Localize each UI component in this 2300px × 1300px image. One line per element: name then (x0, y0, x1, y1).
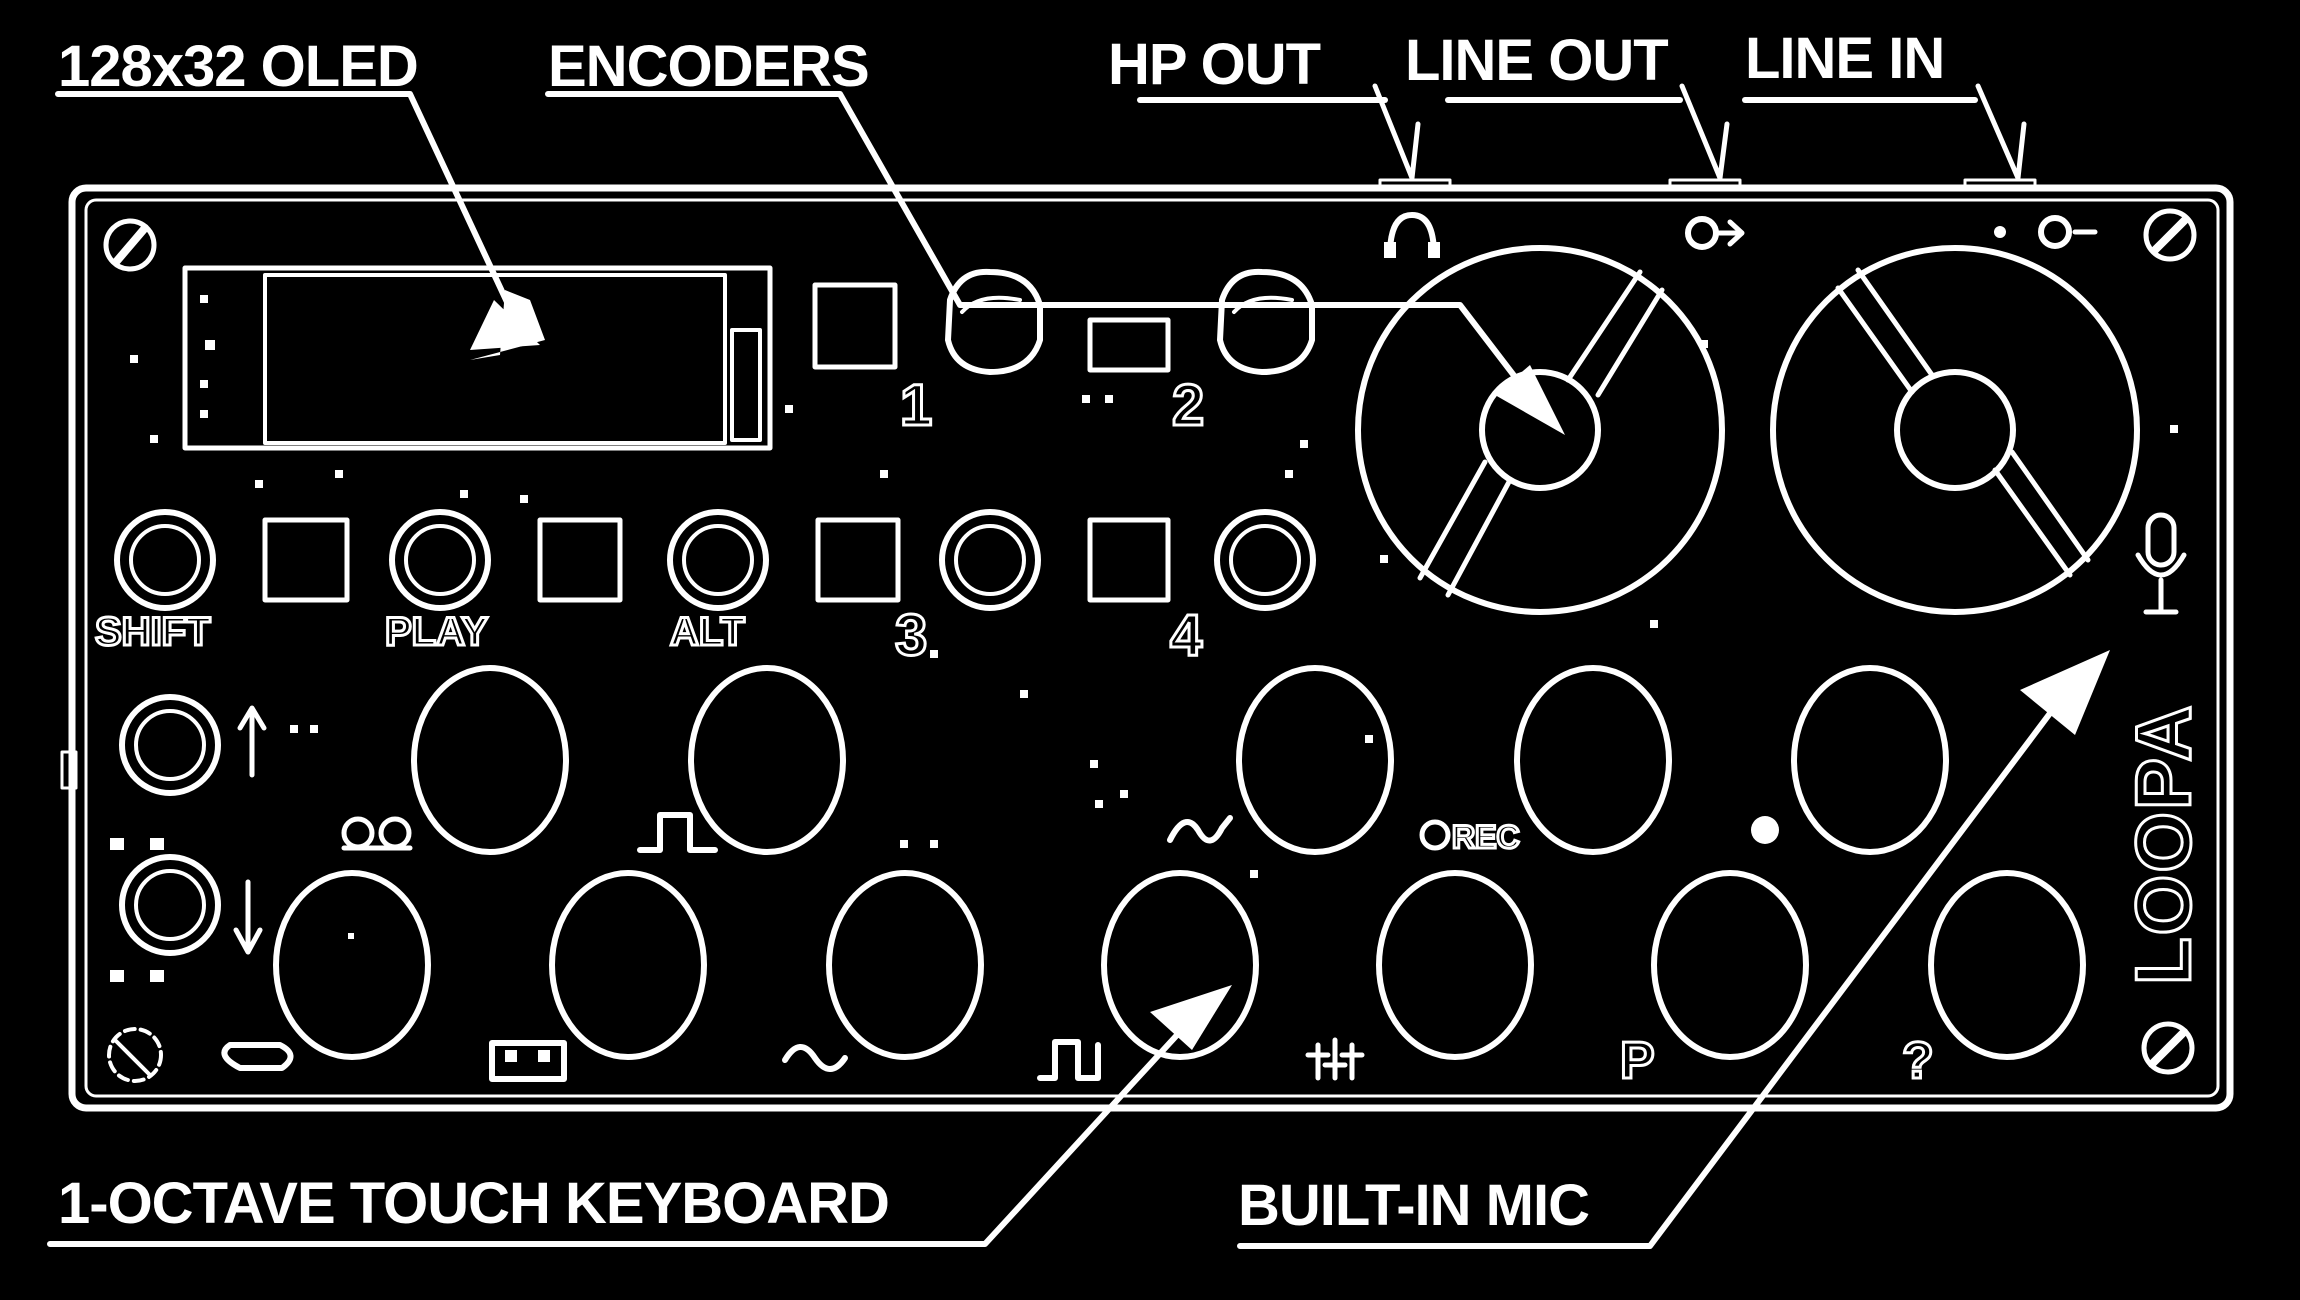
encoder-2[interactable] (1217, 268, 1315, 375)
label-alt: ALT (670, 610, 745, 654)
screw-bottom-right-icon (2141, 1021, 2195, 1075)
callout-hp-out-label: HP OUT (1108, 32, 1321, 97)
pad-number-2: 2 (1172, 373, 1204, 438)
pattern-icon (489, 1040, 567, 1082)
encoder-3[interactable] (939, 509, 1041, 611)
loop-arrow-icon (221, 1042, 294, 1071)
middle-button-a[interactable] (262, 517, 350, 603)
mixer-icon (1305, 1037, 1365, 1081)
button-play[interactable] (389, 509, 491, 611)
touch-key-white-7[interactable] (1928, 870, 2086, 1060)
screw-top-left-icon (103, 218, 157, 272)
headphone-icon (1384, 212, 1440, 258)
touch-key-white-4[interactable] (1101, 870, 1259, 1060)
callout-line-out-label: LINE OUT (1405, 28, 1668, 93)
touch-key-white-5[interactable] (1376, 870, 1534, 1060)
pcb-outline (60, 178, 2234, 1112)
rec-indicator: REC (1419, 818, 1521, 857)
touch-key-white-2[interactable] (549, 870, 707, 1060)
rec-label: REC (1452, 819, 1520, 855)
loopa-logo: LOOPA (2119, 703, 2207, 985)
middle-button-b[interactable] (537, 517, 623, 603)
pad-number-3: 3 (895, 603, 927, 668)
oled-arrowhead-fill (470, 290, 545, 360)
settings-gear-icon (1751, 816, 1779, 844)
callout-keyboard-label: 1-OCTAVE TOUCH KEYBOARD (58, 1171, 889, 1236)
oled-display (182, 265, 773, 451)
oled-leader-line (55, 91, 523, 333)
label-shift: SHIFT (95, 610, 211, 654)
button-down[interactable] (119, 854, 221, 956)
callout-line-in-label: LINE IN (1745, 26, 1944, 91)
pad-number-1: 1 (900, 373, 932, 438)
pad-number-4: 4 (1170, 603, 1202, 668)
leader-lines (47, 83, 2110, 1249)
callout-encoders-label: ENCODERS (548, 34, 869, 99)
middle-button-d[interactable] (1087, 517, 1171, 603)
arrow-down-icon (233, 879, 263, 955)
touch-keyboard (273, 665, 2086, 1060)
mic-arrowhead-icon (2020, 650, 2110, 735)
touch-key-black-1[interactable] (411, 665, 569, 855)
encoders-leader-line (545, 91, 1551, 423)
button-alt[interactable] (667, 509, 769, 611)
help-key-symbol: ? (1902, 1032, 1934, 1090)
label-play: PLAY (385, 610, 488, 654)
touch-key-black-5[interactable] (1791, 665, 1949, 855)
line-out-arrow-icon (1679, 83, 1730, 181)
encoder-4[interactable] (1214, 509, 1316, 611)
button-up[interactable] (119, 694, 221, 796)
square-wave-icon (637, 812, 718, 853)
sine-wave-icon (782, 1044, 848, 1072)
top-button-1[interactable] (812, 282, 898, 370)
touch-key-white-1[interactable] (273, 870, 431, 1060)
encoder-1[interactable] (945, 268, 1043, 375)
p-key-symbol: P (1620, 1032, 1655, 1090)
touch-key-white-3[interactable] (826, 870, 984, 1060)
tape-loop-icon (341, 816, 413, 851)
lfo-wave-icon (1167, 815, 1233, 844)
callout-mic-label: BUILT-IN MIC (1238, 1173, 1589, 1238)
arrow-up-icon (237, 705, 267, 778)
pulse-wave-icon (1037, 1039, 1101, 1081)
left-speaker-ring (1355, 245, 1725, 615)
top-button-2[interactable] (1087, 317, 1171, 373)
line-out-jack-icon (1685, 216, 1745, 250)
encoders-arrowhead-icon (1495, 365, 1565, 435)
callout-oled-label: 128x32 OLED (58, 34, 418, 99)
right-speaker-ring (1770, 245, 2140, 615)
microphone-icon (2135, 512, 2187, 615)
keyboard-leader-line (47, 1007, 1203, 1247)
keyboard-arrowhead-icon (1150, 985, 1232, 1050)
screw-bottom-left-icon (107, 1027, 163, 1083)
middle-button-c[interactable] (815, 517, 901, 603)
screw-top-right-icon (2143, 208, 2197, 262)
touch-key-black-3[interactable] (1236, 665, 1394, 855)
button-shift[interactable] (114, 509, 216, 611)
mic-leader-line (1237, 697, 2063, 1249)
touch-key-black-2[interactable] (688, 665, 846, 855)
pcb-component-dots (110, 340, 2178, 982)
hp-out-arrow-icon (1372, 83, 1421, 181)
touch-key-white-6[interactable] (1651, 870, 1809, 1060)
line-in-jack-icon (1994, 215, 2098, 249)
line-in-arrow-icon (1975, 83, 2027, 181)
touch-key-black-4[interactable] (1514, 665, 1672, 855)
